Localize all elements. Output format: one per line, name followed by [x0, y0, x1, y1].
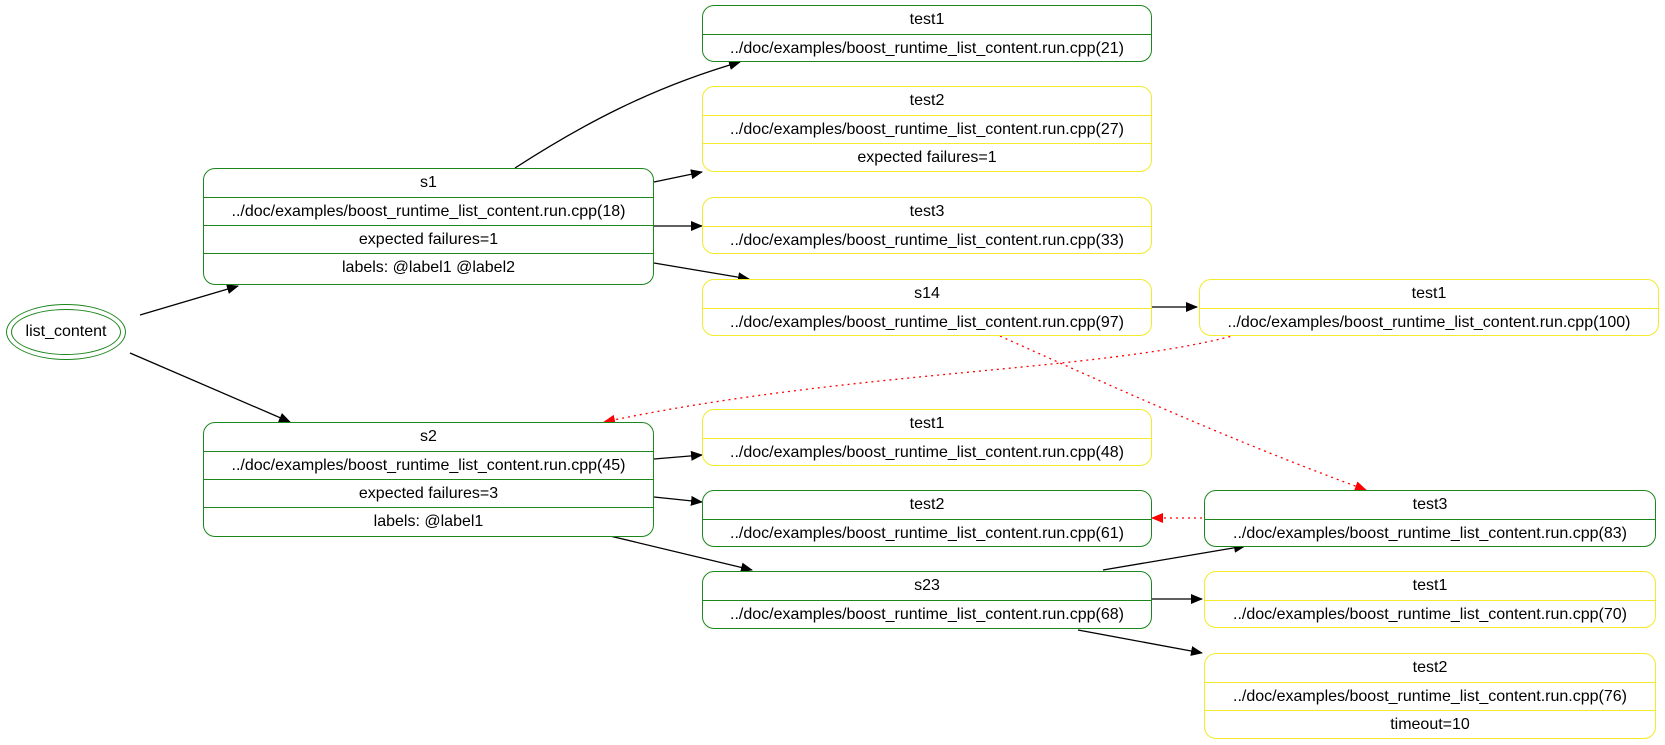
node-expected-failures: expected failures=3 [204, 479, 653, 507]
node-title: test1 [1412, 577, 1448, 594]
root-node-label: list_content [25, 323, 107, 340]
node-s1[interactable]: s1 ../doc/examples/boost_runtime_list_co… [203, 168, 654, 285]
node-title: test1 [909, 11, 945, 28]
node-s23-test2[interactable]: test2 ../doc/examples/boost_runtime_list… [1204, 653, 1656, 739]
node-s1-test2[interactable]: test2 ../doc/examples/boost_runtime_list… [702, 86, 1152, 172]
edge-s1-test2 [653, 169, 703, 183]
edge-s1-s14 [653, 262, 750, 283]
node-title: test3 [909, 203, 945, 220]
node-expected-failures: expected failures=1 [703, 143, 1151, 171]
node-s23-test3[interactable]: test3 ../doc/examples/boost_runtime_list… [1204, 490, 1656, 547]
edge-s1-test1 [514, 60, 741, 169]
root-node[interactable]: list_content [6, 304, 126, 360]
node-s1-test3[interactable]: test3 ../doc/examples/boost_runtime_list… [702, 197, 1152, 254]
node-location: ../doc/examples/boost_runtime_list_conte… [703, 519, 1151, 546]
node-labels: labels: @label1 [204, 507, 653, 535]
node-location: ../doc/examples/boost_runtime_list_conte… [703, 34, 1151, 61]
node-location: ../doc/examples/boost_runtime_list_conte… [1205, 519, 1655, 546]
node-location: ../doc/examples/boost_runtime_list_conte… [703, 438, 1151, 465]
edge-s2-test2 [653, 495, 703, 506]
root-node-inner-ring [11, 309, 121, 355]
edge-root-s1 [139, 284, 239, 316]
node-s2[interactable]: s2 ../doc/examples/boost_runtime_list_co… [203, 422, 654, 537]
node-location: ../doc/examples/boost_runtime_list_conte… [703, 600, 1151, 628]
node-location: ../doc/examples/boost_runtime_list_conte… [1205, 600, 1655, 627]
edge-s23-test2 [1077, 629, 1203, 656]
node-location: ../doc/examples/boost_runtime_list_conte… [204, 451, 653, 479]
node-location: ../doc/examples/boost_runtime_list_conte… [703, 226, 1151, 253]
node-s2-test2[interactable]: test2 ../doc/examples/boost_runtime_list… [702, 490, 1152, 547]
node-title: test3 [1412, 496, 1448, 513]
node-title: test1 [1411, 285, 1447, 302]
node-title: s23 [914, 577, 940, 594]
edge-s23-test3 [1102, 542, 1246, 571]
edge-root-s2 [129, 352, 291, 423]
node-s2-test1[interactable]: test1 ../doc/examples/boost_runtime_list… [702, 409, 1152, 466]
node-s14-test1[interactable]: test1 ../doc/examples/boost_runtime_list… [1199, 279, 1659, 336]
node-timeout: timeout=10 [1205, 710, 1655, 738]
edge-s2-test1 [653, 450, 703, 461]
node-location: ../doc/examples/boost_runtime_list_conte… [703, 115, 1151, 143]
node-location: ../doc/examples/boost_runtime_list_conte… [1200, 308, 1658, 335]
node-title: test2 [909, 496, 945, 513]
node-s23[interactable]: s23 ../doc/examples/boost_runtime_list_c… [702, 571, 1152, 629]
node-title: s1 [420, 174, 437, 191]
node-title: s14 [914, 285, 940, 302]
node-location: ../doc/examples/boost_runtime_list_conte… [1205, 682, 1655, 710]
node-s14[interactable]: s14 ../doc/examples/boost_runtime_list_c… [702, 279, 1152, 336]
node-title: test2 [1412, 659, 1448, 676]
edge-s2-s23 [609, 535, 753, 573]
node-location: ../doc/examples/boost_runtime_list_conte… [204, 197, 653, 225]
node-title: test1 [909, 415, 945, 432]
node-title: s2 [420, 428, 437, 445]
node-labels: labels: @label1 @label2 [204, 253, 653, 281]
node-s23-test1[interactable]: test1 ../doc/examples/boost_runtime_list… [1204, 571, 1656, 628]
node-expected-failures: expected failures=1 [204, 225, 653, 253]
dependency-edge-s14-test1-to-s2 [603, 334, 1237, 425]
node-s1-test1[interactable]: test1 ../doc/examples/boost_runtime_list… [702, 5, 1152, 62]
node-title: test2 [909, 92, 945, 109]
dependency-edge-s14-to-s23-test3 [999, 335, 1367, 491]
node-location: ../doc/examples/boost_runtime_list_conte… [703, 308, 1151, 335]
